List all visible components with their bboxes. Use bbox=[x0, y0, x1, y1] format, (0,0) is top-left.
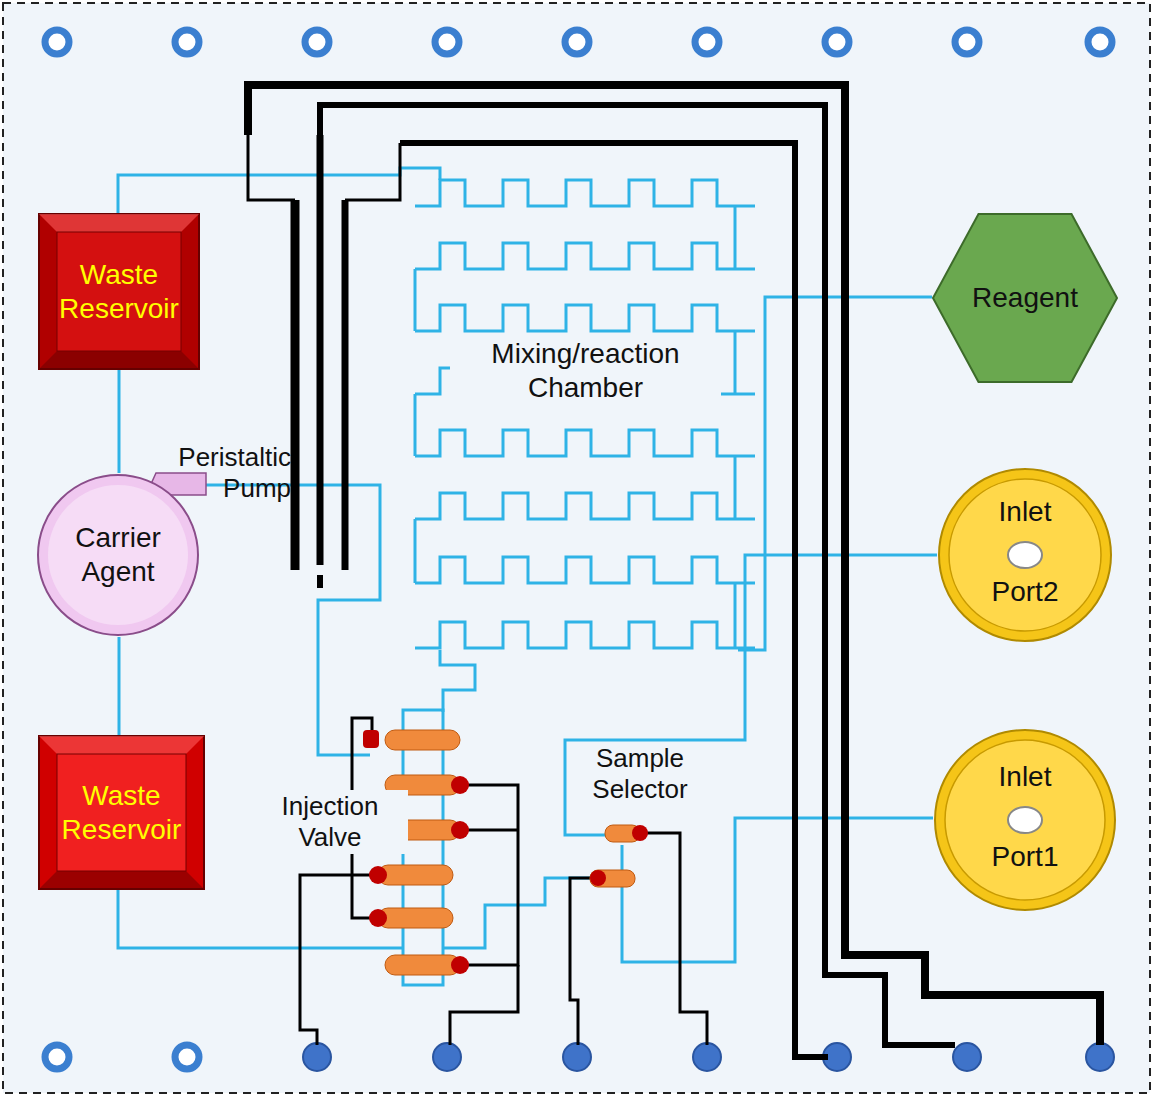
node-text: Port2 bbox=[967, 575, 1083, 609]
sample-selector bbox=[590, 825, 648, 887]
node-text: Waste Reservoir bbox=[40, 258, 198, 325]
pump-label: Peristaltic Pump bbox=[133, 442, 291, 504]
node-text: Waste Reservoir bbox=[40, 779, 203, 846]
inlet-port: InletPort1 bbox=[933, 728, 1117, 912]
serpentine-chamber bbox=[415, 180, 755, 648]
fluid-channel bbox=[119, 637, 120, 735]
waste-reservoir: Waste Reservoir bbox=[38, 735, 205, 890]
waste-reservoir: Waste Reservoir bbox=[38, 213, 200, 370]
fluid-channel bbox=[119, 370, 120, 473]
peristaltic-pump: Peristaltic PumpCarrier Agent bbox=[36, 473, 200, 637]
node-shape bbox=[933, 728, 1117, 912]
control-wires bbox=[248, 135, 707, 1045]
node-shape bbox=[937, 467, 1113, 643]
inlet-port: InletPort2 bbox=[937, 467, 1113, 643]
node-text: Inlet bbox=[963, 760, 1087, 794]
node-text: Carrier Agent bbox=[50, 521, 186, 588]
chamber-label: Mixing/reaction Chamber bbox=[450, 336, 721, 405]
node-text: Inlet bbox=[967, 495, 1083, 529]
reagent-hexagon: Reagent bbox=[932, 213, 1118, 383]
node-shape bbox=[38, 213, 200, 370]
node-text: Reagent bbox=[952, 281, 1098, 315]
node-shape bbox=[36, 473, 200, 637]
top-pins bbox=[45, 30, 1112, 54]
valve-label: Injection Valve bbox=[252, 790, 408, 854]
selector-label: Sample Selector bbox=[568, 742, 712, 806]
node-text: Port1 bbox=[963, 840, 1087, 874]
chip-boundary bbox=[3, 3, 1150, 1093]
node-shape bbox=[38, 735, 205, 890]
fluid-channels bbox=[118, 168, 937, 985]
